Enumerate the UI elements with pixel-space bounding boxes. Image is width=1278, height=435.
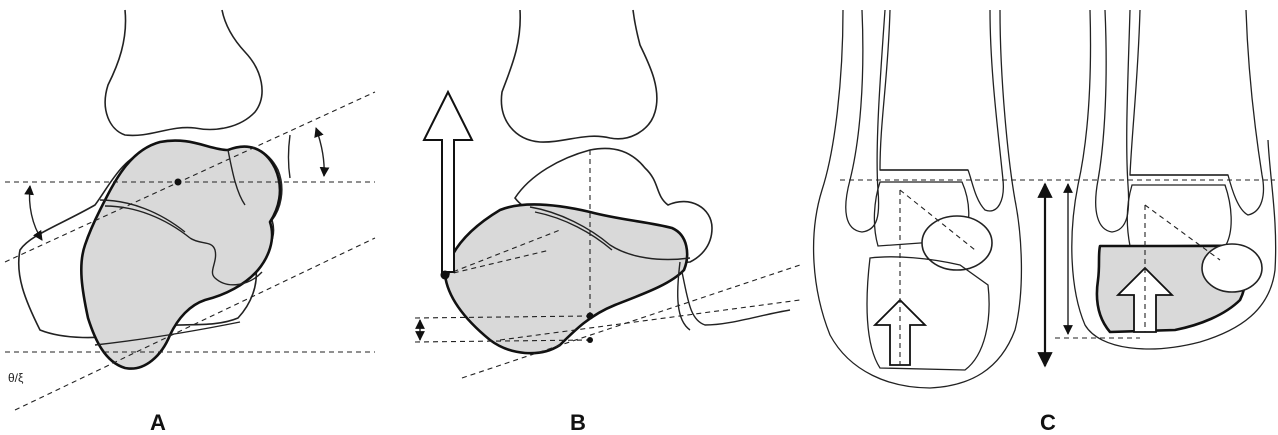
panel-b: B — [415, 10, 800, 435]
panel-a-tibia — [105, 10, 262, 135]
panel-a-angle-marker: θ/ξ — [8, 371, 24, 385]
panel-a-calcaneus — [81, 141, 280, 369]
panel-c-left-outline — [814, 10, 1022, 388]
panel-b-tibia — [501, 10, 656, 142]
panel-c-label: C — [1040, 410, 1056, 435]
panel-b-label: B — [570, 410, 586, 435]
panel-c: C — [814, 10, 1276, 435]
panel-a-label: A — [150, 410, 166, 435]
panel-a: θ/ξ A — [5, 10, 375, 435]
